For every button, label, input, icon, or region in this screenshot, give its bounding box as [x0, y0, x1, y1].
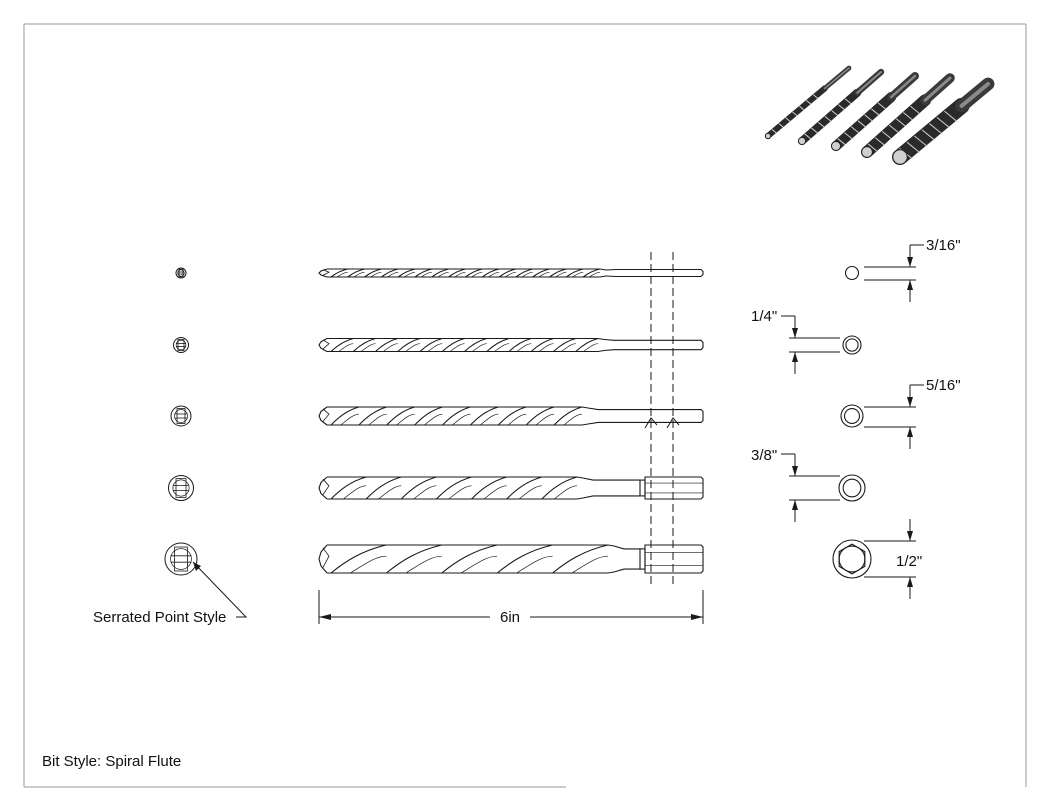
- bit-end-view: [170, 405, 192, 427]
- isometric-bit: [861, 73, 955, 158]
- diameter-circle: [844, 265, 860, 281]
- size-label-3-8: 3/8": [751, 447, 777, 464]
- length-dimension: [318, 590, 704, 624]
- bit-side-view: [318, 268, 704, 278]
- break-lines: [650, 252, 674, 585]
- size-label-5-16: 5/16": [926, 377, 961, 394]
- diameter-dimensions: [781, 244, 924, 599]
- end-views: [164, 267, 198, 576]
- point-style-label: Serrated Point Style: [93, 609, 226, 626]
- diameter-circle: [832, 539, 872, 579]
- diameter-circles: [832, 265, 872, 579]
- size-label-1-2: 1/2": [896, 553, 922, 570]
- bit-style-label: Bit Style: Spiral Flute: [42, 753, 181, 770]
- bit-side-view: [318, 337, 704, 353]
- bit-side-view: [318, 406, 704, 426]
- isometric-bits-illustration: [764, 65, 995, 165]
- diameter-circle: [840, 404, 864, 428]
- diameter-dimension: [781, 315, 840, 374]
- bit-end-view: [164, 542, 198, 576]
- isometric-bit: [764, 65, 852, 140]
- bit-side-view: [318, 476, 704, 500]
- size-label-1-4: 1/4": [751, 308, 777, 325]
- side-views: [318, 268, 704, 574]
- diameter-circle: [842, 335, 862, 355]
- diameter-circle: [838, 474, 866, 502]
- diameter-dimension: [781, 453, 840, 522]
- sheet-frame: [23, 23, 1027, 788]
- diameter-dimension: [864, 244, 924, 302]
- bit-end-view: [175, 267, 187, 279]
- point-style-leader: [192, 561, 248, 618]
- length-label: 6in: [500, 609, 520, 626]
- size-label-3-16: 3/16": [926, 237, 961, 254]
- isometric-bit: [892, 77, 995, 165]
- break-symbol: [644, 417, 680, 429]
- diameter-dimension: [864, 519, 916, 599]
- diameter-dimension: [864, 384, 924, 449]
- isometric-bit: [797, 68, 885, 146]
- bit-end-view: [168, 475, 194, 501]
- bit-side-view: [318, 544, 704, 574]
- isometric-bit: [831, 72, 919, 151]
- bit-end-view: [173, 337, 189, 353]
